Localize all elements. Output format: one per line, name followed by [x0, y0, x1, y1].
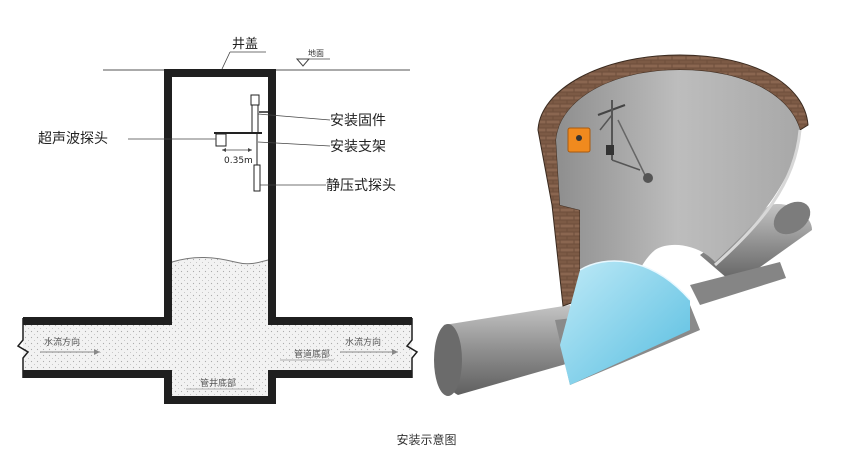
mount-bracket-label: 安装支架 [330, 139, 386, 155]
water-3d [560, 261, 690, 385]
pressure-probe-label: 静压式探头 [326, 178, 396, 194]
ultrasonic-sensor [216, 134, 226, 146]
ground-label: 地面 [308, 48, 324, 58]
sensor-assembly: 0.35m [214, 95, 268, 191]
well-3d-illustration [434, 55, 816, 396]
mount-fixture [251, 95, 259, 105]
distance-label: 0.35m [224, 156, 253, 166]
ultrasonic-probe-label: 超声波探头 [38, 131, 108, 147]
pressure-sensor [254, 165, 260, 191]
figure-caption: 安装示意图 [0, 431, 853, 448]
mount-fixture-label: 安装固件 [330, 113, 386, 129]
pressure-probe-3d [643, 173, 653, 183]
svg-text:水流方向: 水流方向 [44, 336, 80, 348]
well-schematic: 地面 [18, 37, 417, 404]
ground-marker-icon [297, 59, 309, 66]
well-cover-label: 井盖 [232, 37, 258, 52]
svg-text:水流方向: 水流方向 [345, 336, 381, 348]
well-bottom-label: 管井底部 [200, 377, 236, 389]
pipe-bottom-label: 管道底部 [294, 348, 330, 360]
